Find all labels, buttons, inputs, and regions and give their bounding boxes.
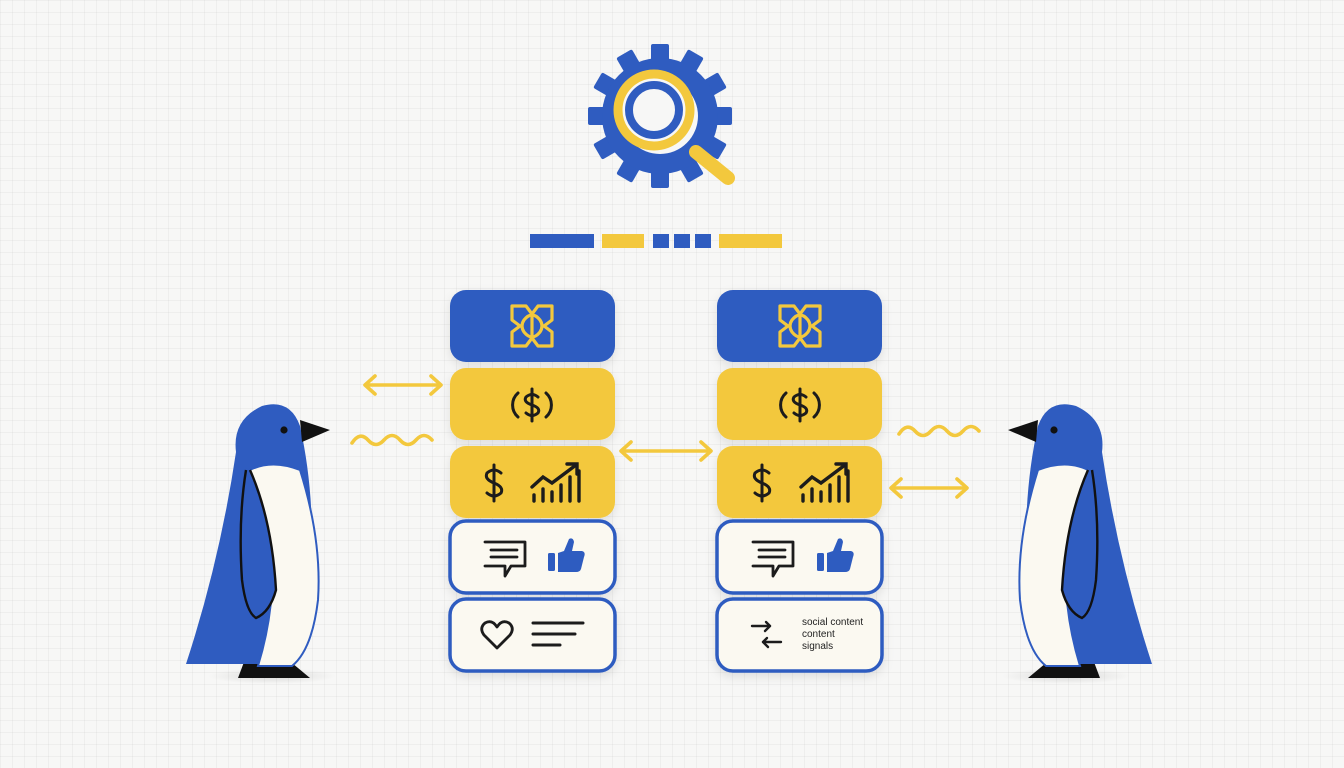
- right-card-brand: [717, 290, 882, 362]
- signals-line-2: content: [802, 629, 835, 640]
- left-card-content: [448, 597, 617, 673]
- heart-icon: [480, 620, 514, 650]
- right-stack: social content content signals: [715, 290, 884, 673]
- coin-dollar-icon: [511, 387, 553, 423]
- divider-segment: [695, 234, 711, 248]
- coin-dollar-icon: [779, 387, 821, 423]
- signals-line-3: signals: [802, 641, 833, 652]
- knot-logo-icon: [778, 304, 822, 348]
- left-card-brand: [450, 290, 615, 362]
- double-arrow-icon: [889, 477, 969, 499]
- dollar-icon: [484, 463, 504, 503]
- chat-bubble-icon: [751, 540, 795, 578]
- right-card-engagement: [715, 519, 884, 595]
- double-arrow-icon: [363, 374, 443, 396]
- left-card-finance: [450, 446, 615, 518]
- divider-segment: [653, 234, 669, 248]
- penguin-left: [186, 404, 336, 684]
- left-card-engagement: [448, 519, 617, 595]
- divider-segment: [674, 234, 690, 248]
- left-stack: [448, 290, 617, 673]
- penguin-right: [1002, 404, 1152, 684]
- exchange-arrows-icon: [750, 620, 783, 649]
- dollar-icon: [752, 463, 772, 503]
- divider-segment: [719, 234, 782, 248]
- growth-chart-icon: [530, 462, 581, 503]
- wave-icon: [897, 424, 981, 438]
- chat-bubble-icon: [483, 540, 527, 578]
- divider-segment: [602, 234, 644, 248]
- divider-bar: [530, 234, 782, 248]
- text-lines-icon: [531, 621, 585, 647]
- double-arrow-icon: [619, 440, 713, 462]
- wave-icon: [350, 433, 434, 447]
- signals-line-1: social content: [802, 617, 863, 628]
- gear-magnifier-icon: [588, 44, 735, 188]
- right-card-finance: [717, 446, 882, 518]
- thumbs-up-icon: [548, 538, 585, 572]
- thumbs-up-icon: [817, 538, 854, 572]
- knot-logo-icon: [510, 304, 554, 348]
- right-card-signals: social content content signals: [715, 597, 884, 673]
- left-card-coin: [450, 368, 615, 440]
- divider-segment: [530, 234, 594, 248]
- right-card-coin: [717, 368, 882, 440]
- growth-chart-icon: [799, 462, 850, 503]
